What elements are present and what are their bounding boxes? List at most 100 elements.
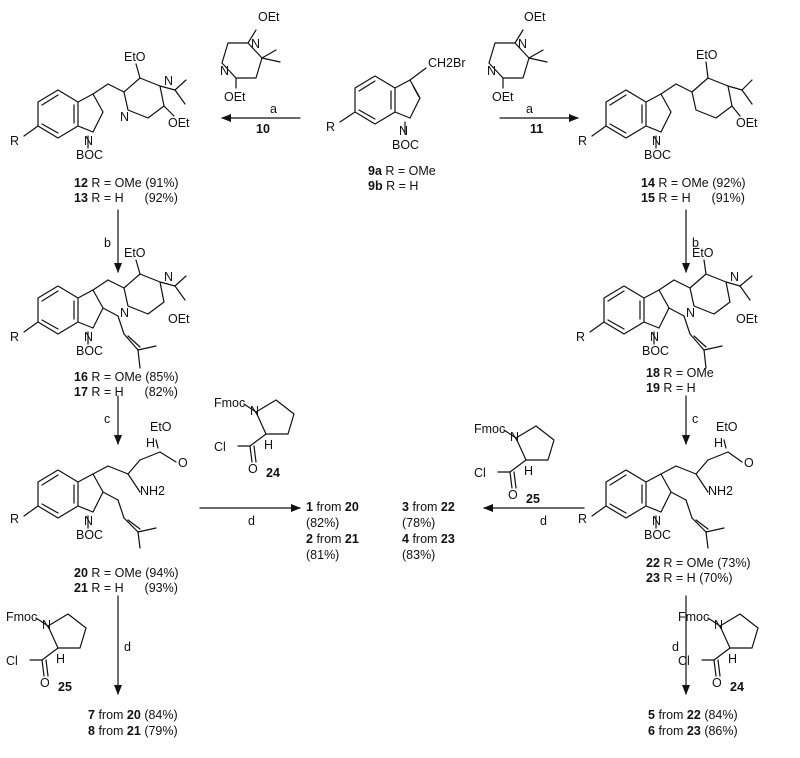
atom-o-20: O [178,456,188,470]
reagent-c-label-left: c [104,412,111,426]
reagent-11-label: 11 [530,122,544,136]
atom-n-20-indole: N [84,514,94,528]
fmoc-25b: Fmoc [6,610,38,624]
atom-n-9: N [399,124,409,138]
reagent-c-label-right: c [692,412,699,426]
fmoc-prolyl-chloride-24-structure [237,399,295,463]
boc-14: BOC [644,148,672,162]
compound-20-structure [23,439,177,549]
atom-n-24b: N [714,618,724,632]
caption-9b: 9b R = H [368,179,419,193]
atom-r-22: R [578,512,588,526]
atom-eto-18: EtO [692,246,714,260]
fmoc-25: Fmoc [474,422,506,436]
reagent-b-label-left: b [104,236,111,250]
atom-cl-25b: Cl [6,654,18,668]
atom-h-25: H [524,464,534,478]
compound-22-structure [591,439,743,549]
reagent-d-label-center-left: d [248,514,255,528]
compound-16-structure [23,259,187,369]
reagent-d-label-bottom-left: d [124,640,131,654]
caption-23: 23 R = H (70%) [646,571,733,585]
atom-o-25b: O [40,676,50,690]
reagent-10-label: 10 [256,122,270,136]
product-1: 1 from 20 [306,500,359,514]
atom-eto-14: EtO [696,48,718,62]
start-9-structure [339,67,427,135]
boc-16: BOC [76,344,104,358]
caption-15: 15 R = H (91%) [641,191,745,205]
caption-18: 18 R = OMe [646,366,714,380]
caption-12: 12 R = OMe (91%) [74,176,179,190]
boc-12: BOC [76,148,104,162]
atom-oet-11-bottom: OEt [492,90,514,104]
atom-o-25: O [508,488,518,502]
boc-9: BOC [392,138,420,152]
caption-17: 17 R = H (82%) [74,385,178,399]
product-4: 4 from 23 [402,532,455,546]
atom-r-12: R [10,134,20,148]
atom-eto-20: EtO [150,420,172,434]
compound-18-structure [589,259,753,369]
fmoc-prolyl-chloride-25-structure [497,425,555,489]
product-7: 7 from 20 (84%) [88,708,178,722]
atom-n-10-b: N [220,64,230,78]
atom-n-24: N [250,404,260,418]
atom-o-24: O [248,462,258,476]
atom-h-22: H [714,436,724,450]
boc-22: BOC [644,528,672,542]
reagent-a-label-right: a [526,102,533,116]
atom-r-16: R [10,330,20,344]
atom-n-16-a: N [164,270,174,284]
atom-eto-22: EtO [716,420,738,434]
atom-cl-24: Cl [214,440,226,454]
caption-16: 16 R = OMe (85%) [74,370,179,384]
product-2: 2 from 21 [306,532,359,546]
fmoc-24: Fmoc [214,396,246,410]
product-5: 5 from 22 (84%) [648,708,738,722]
atom-h-24: H [264,438,274,452]
atom-o-24b: O [712,676,722,690]
caption-13: 13 R = H (92%) [74,191,178,205]
atom-n-16-b: N [120,306,130,320]
atom-h-25b: H [56,652,66,666]
reagent-d-label-bottom-right: d [672,640,679,654]
reagent-b-label-right: b [692,236,699,250]
atom-eto-12: EtO [124,50,146,64]
caption-21: 21 R = H (93%) [74,581,178,595]
reagent-10-structure [221,29,281,89]
atom-r-14: R [578,134,588,148]
caption-20: 20 R = OMe (94%) [74,566,179,580]
atom-oet-12: OEt [168,116,190,130]
atom-h-20: H [146,436,156,450]
atom-cl-24b: Cl [678,654,690,668]
boc-18: BOC [642,344,670,358]
caption-9a: 9a R = OMe [368,164,436,178]
atom-n-18-a: N [730,270,740,284]
atom-h-24b: H [728,652,738,666]
caption-22: 22 R = OMe (73%) [646,556,751,570]
atom-oet-16: OEt [168,312,190,326]
caption-19: 19 R = H [646,381,696,395]
atom-oet-10-top: OEt [258,10,280,24]
label-25: 25 [526,492,540,506]
reagent-11-structure [488,29,548,89]
product-1-yield: (82%) [306,516,340,530]
compound-12-structure [23,63,187,149]
label-25b: 25 [58,680,72,694]
atom-n-22-indole: N [652,514,662,528]
atom-o-22: O [744,456,754,470]
product-3-yield: (78%) [402,516,436,530]
product-8: 8 from 21 (79%) [88,724,178,738]
atom-n-25b: N [42,618,52,632]
label-24: 24 [266,466,280,480]
label-24b: 24 [730,680,744,694]
atom-n-12-b: N [120,110,130,124]
atom-cl-25: Cl [474,466,486,480]
atom-n-11-b: N [487,64,497,78]
product-6: 6 from 23 (86%) [648,724,738,738]
atom-r-9: R [326,120,336,134]
reagent-a-label-left: a [270,102,277,116]
atom-n-16-indole: N [84,330,94,344]
